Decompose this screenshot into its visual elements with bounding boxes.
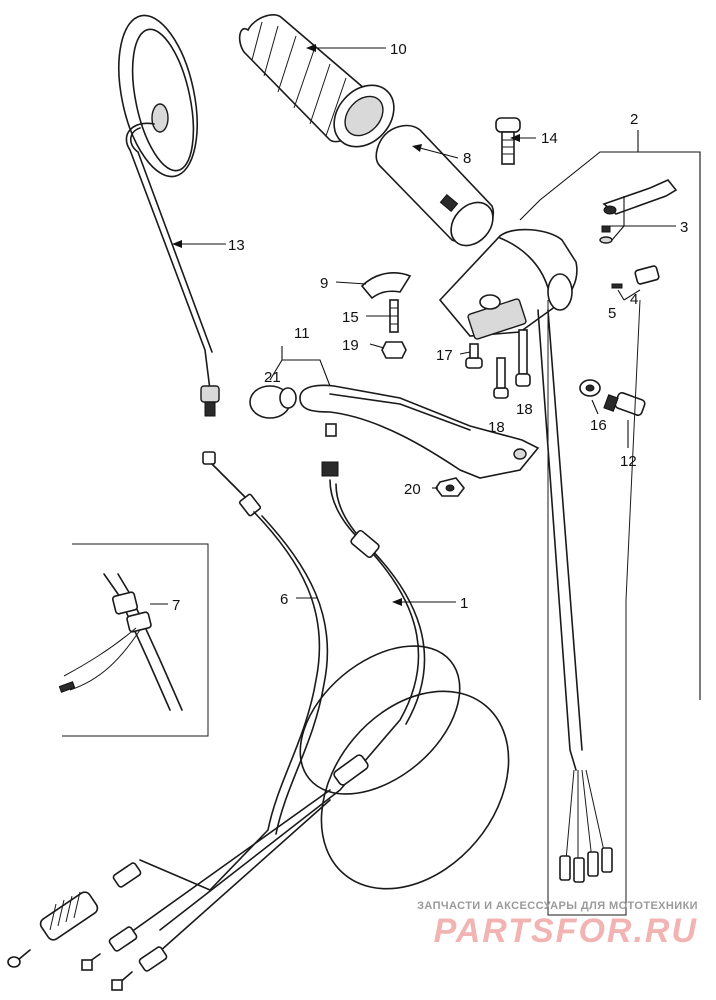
lever-cover-9-group [360,272,412,359]
watermark: ЗАПЧАСТИ И АКСЕССУАРЫ ДЛЯ МОТОТЕХНИКИ PA… [417,900,698,948]
callout-9: 9 [320,275,328,292]
callout-2: 2 [630,111,638,128]
callout-17: 17 [436,347,453,364]
cables-drawing [7,423,510,991]
callout-18-left: 18 [488,419,505,436]
callout-3: 3 [680,219,688,236]
grip-drawing [238,14,395,148]
callout-15: 15 [342,309,359,326]
callout-12: 12 [620,453,637,470]
callout-11: 11 [294,325,310,342]
callout-16: 16 [590,417,607,434]
callout-6: 6 [280,591,288,608]
switch-harness-drawing [537,299,641,916]
throttle-pipe-drawing [375,124,495,247]
leader-lines [150,44,701,700]
brake-lever-11-drawing [249,384,540,479]
button-12-and-washer-16 [579,379,646,416]
mirror-drawing [118,14,220,417]
callout-10: 10 [390,41,407,58]
detail-box-7 [58,543,209,737]
switch-small-parts [599,179,678,289]
callout-7: 7 [172,597,180,614]
callout-5: 5 [608,305,616,322]
callout-1: 1 [460,595,468,612]
callout-18-right: 18 [516,401,533,418]
callout-4: 4 [630,291,638,308]
callout-8: 8 [463,150,471,167]
screw-14-drawing [495,117,521,165]
callout-20: 20 [404,481,421,498]
callout-13: 13 [228,237,245,254]
callout-labels: 10 14 8 2 3 4 5 13 9 15 11 19 17 21 18 1… [172,41,688,614]
callout-19: 19 [342,337,359,354]
watermark-brand: PARTSFOR.RU [433,912,698,950]
watermark-tagline: ЗАПЧАСТИ И АКСЕССУАРЫ ДЛЯ МОТОТЕХНИКИ [417,900,698,912]
switch-housing-drawing [438,228,578,340]
callout-14: 14 [541,130,558,147]
callout-21: 21 [264,369,281,386]
